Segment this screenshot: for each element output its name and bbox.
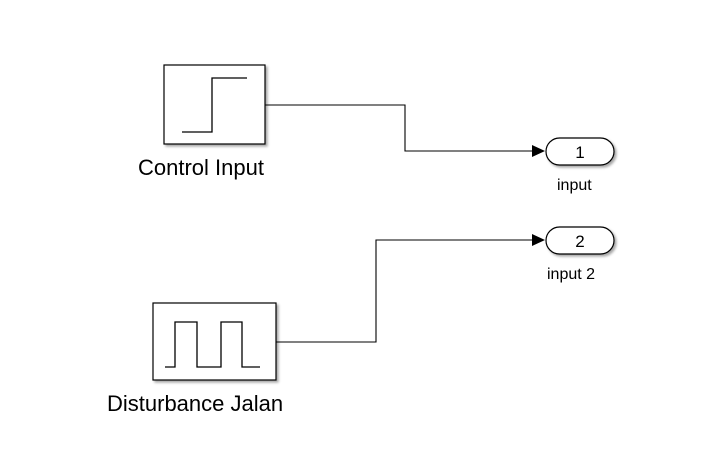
pulse-icon [165, 321, 260, 368]
signal-line-disturbance-to-outport-2[interactable] [276, 234, 545, 343]
control-input-label[interactable]: Control Input [138, 155, 264, 180]
outport-1-label[interactable]: input [557, 177, 592, 194]
outport-2-label[interactable]: input 2 [547, 266, 596, 283]
control-input-step-block[interactable] [163, 64, 266, 145]
disturbance-jalan-pulse-block[interactable] [152, 302, 277, 381]
outport-1-number: 1 [575, 143, 584, 162]
arrowhead-icon [532, 234, 545, 246]
outport-2-block[interactable]: 2 [545, 226, 615, 255]
outport-2-number: 2 [575, 232, 584, 251]
arrowhead-icon [532, 145, 545, 157]
signal-line-control-input-to-outport-1[interactable] [265, 104, 545, 157]
outport-1-block[interactable]: 1 [545, 137, 615, 166]
disturbance-jalan-label[interactable]: Disturbance Jalan [107, 391, 284, 416]
step-icon [182, 77, 247, 133]
